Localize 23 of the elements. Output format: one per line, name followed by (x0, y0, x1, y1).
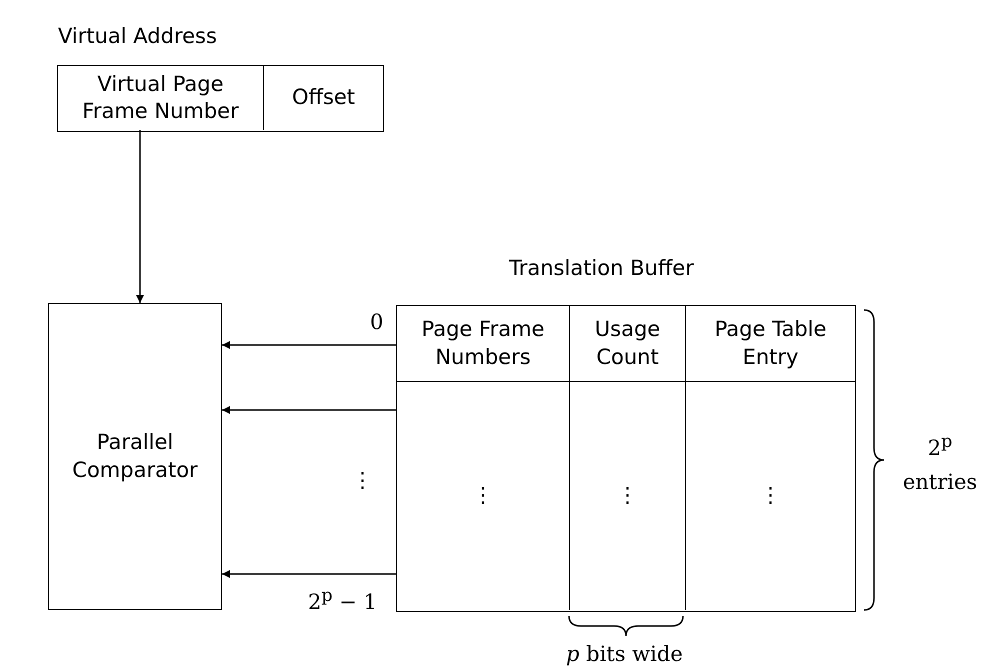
comparator-box (48, 303, 222, 610)
ellipsis: ⋮ (760, 482, 781, 510)
arrow (222, 406, 396, 414)
dimension-label: 2$^{p}$ entries (902, 431, 978, 496)
label: Parallel Comparator (71, 429, 199, 484)
label: Usage Count (594, 316, 662, 370)
dimension-label: p bits wide (566, 642, 683, 666)
arrow (222, 341, 396, 349)
ellipsis: ⋮ (617, 482, 638, 510)
arrow (136, 130, 144, 303)
row-index: 0 (370, 310, 384, 334)
row-index: 2$^{p}$ − 1 (308, 586, 377, 614)
label: Virtual Page Frame Number (81, 70, 240, 125)
column-header (569, 306, 685, 382)
ellipsis: ⋮ (352, 468, 373, 492)
label: Offset (292, 84, 356, 112)
column-header (685, 306, 855, 382)
heading: Virtual Address (58, 24, 217, 48)
ellipsis: ⋮ (472, 482, 494, 510)
arrow (222, 570, 396, 578)
label: Page Frame Numbers (420, 316, 546, 370)
heading: Translation Buffer (509, 256, 694, 280)
label: Page Table Entry (714, 316, 828, 370)
